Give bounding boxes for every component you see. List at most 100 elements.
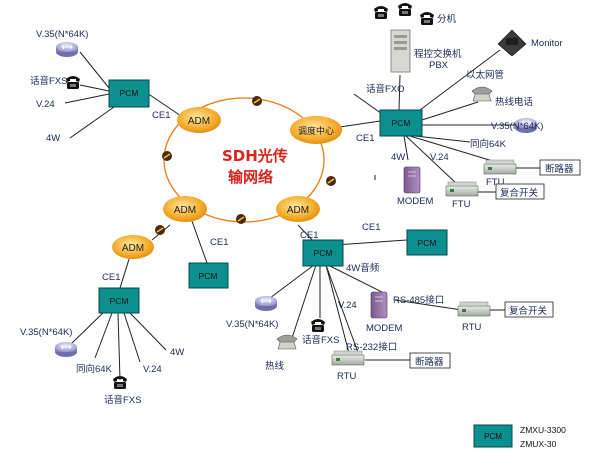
svg-text:ADM: ADM — [122, 243, 144, 254]
center-fxs-label: 话音FXS — [302, 334, 339, 346]
ring-title-line1: SDH光传 — [222, 147, 288, 165]
svg-text:PCM: PCM — [199, 271, 218, 281]
svg-text:ZMXU-3300: ZMXU-3300 — [520, 425, 566, 435]
rs485-label: RS-485接口 — [393, 294, 444, 306]
right-v24-label: V.24 — [430, 152, 449, 163]
left-v24-label: V.24 — [143, 364, 162, 375]
svg-text:ADM: ADM — [287, 205, 309, 216]
center-hotline-label: 热线 — [265, 360, 285, 372]
fiber-splice-icon — [251, 95, 263, 107]
rtu-device-icon — [457, 301, 491, 317]
pcm-right-small: PCM — [406, 229, 448, 256]
svg-text:PCM: PCM — [484, 432, 502, 441]
svg-text:PCM: PCM — [110, 296, 129, 306]
fiber-splice-icon — [161, 150, 173, 162]
center-v24-label: V.24 — [338, 300, 357, 311]
ce1-label: CE1 — [300, 230, 318, 241]
audio-4w-label: 4W音频 — [346, 262, 380, 274]
pcm-center: PCM — [302, 239, 344, 267]
left-4w-label: 4W — [170, 347, 184, 358]
svg-text:PCM: PCM — [314, 248, 333, 258]
tl-v35-label: V.35(N*64K) — [36, 29, 88, 40]
breaker-label: 断路器 — [545, 163, 574, 175]
modem-icon — [403, 166, 421, 194]
ftu-label: FTU — [486, 177, 505, 188]
rtu-label: RTU — [462, 322, 481, 333]
extension-phone-icon — [420, 12, 434, 25]
svg-text:PCM: PCM — [392, 118, 411, 128]
compound-switch-label: 复合开关 — [509, 305, 548, 317]
fxo-label: 话音FXO — [366, 83, 405, 95]
hotline-phone-icon — [276, 334, 298, 350]
extension-phone-icon — [398, 3, 412, 16]
left-sync64k-label: 同向64K — [76, 363, 113, 375]
compound-switch-label: 复合开关 — [500, 187, 539, 199]
pbx-label-line1: 程控交换机 — [414, 48, 462, 60]
fiber-splice-icon — [325, 175, 337, 187]
extension-label: 分机 — [437, 13, 457, 25]
tl-4w-label: 4W — [46, 133, 60, 144]
router-icon — [55, 41, 79, 58]
monitor-icon — [497, 29, 527, 57]
pcm-mid-left: PCM — [188, 262, 229, 289]
compound-switch-box — [495, 183, 545, 200]
ethernet-label: 以太网管 — [466, 69, 504, 81]
phone-icon — [66, 76, 80, 89]
router-icon — [254, 295, 278, 312]
center-v35-label: V.35(N*64K) — [226, 319, 278, 330]
svg-text:调度中心: 调度中心 — [298, 125, 334, 136]
connection-lines — [64, 49, 540, 381]
pcm-right: PCM — [379, 109, 423, 137]
legend: PCM ZMXU-3300 ZMUX-30 — [473, 424, 566, 449]
ce1-label: CE1 — [102, 272, 120, 283]
modem-label: MODEM — [397, 196, 434, 207]
monitor-label: Monitor — [531, 38, 563, 49]
fiber-splice-icon — [235, 213, 247, 225]
rs232-label: RS-232接口 — [346, 341, 397, 353]
ce1-label: CE1 — [210, 237, 228, 248]
adm-node-bottom-right: ADM — [276, 196, 320, 222]
ring-title-line2: 输网络 — [228, 168, 273, 186]
ce1-label: CE1 — [362, 222, 380, 233]
breaker-box — [409, 352, 451, 369]
compound-switch-box — [504, 301, 554, 318]
right-sync64k-label: 同向64K — [470, 138, 507, 150]
left-v35-label: V.35(N*64K) — [20, 327, 72, 338]
modem-label: MODEM — [366, 323, 403, 334]
pbx-server-icon — [390, 29, 411, 73]
tl-v24-label: V.24 — [36, 99, 55, 110]
left-fxs-label: 话音FXS — [104, 394, 141, 406]
rtu-device-icon — [331, 350, 365, 366]
adm-node-lower-left: ADM — [112, 235, 154, 259]
pbx-label-line2: PBX — [429, 60, 449, 71]
ftu-device-icon — [445, 181, 479, 197]
right-v35-label: V.35(N*64K) — [491, 121, 543, 132]
modem-icon — [370, 291, 388, 319]
fiber-splice-icon — [154, 224, 166, 236]
svg-text:ADM: ADM — [188, 116, 210, 127]
tl-fxs-label: 话音FXS — [30, 75, 67, 87]
dispatch-center-node: 调度中心 — [290, 116, 342, 144]
ftu-label: FTU — [452, 199, 471, 210]
svg-text:ZMUX-30: ZMUX-30 — [520, 439, 557, 449]
right-4w-label: 4W — [391, 152, 405, 163]
hotline-phone-icon — [471, 86, 493, 102]
adm-node-top: ADM — [177, 107, 221, 133]
ce1-label: CE1 — [152, 110, 170, 121]
hotline-label: 热线电话 — [495, 96, 534, 108]
breaker-label: 断路器 — [415, 356, 444, 368]
breaker-box — [539, 159, 581, 176]
rtu-label: RTU — [337, 371, 356, 382]
pcm-bottom-left: PCM — [98, 287, 140, 314]
router-icon — [54, 341, 78, 358]
phone-icon — [311, 319, 325, 332]
extension-phone-icon — [374, 6, 388, 19]
adm-node-left: ADM — [163, 196, 207, 222]
phone-icon — [113, 376, 127, 389]
pcm-top-left: PCM — [108, 79, 150, 108]
ftu-device-icon — [483, 159, 517, 175]
svg-text:ADM: ADM — [174, 205, 196, 216]
svg-text:PCM: PCM — [120, 88, 139, 98]
